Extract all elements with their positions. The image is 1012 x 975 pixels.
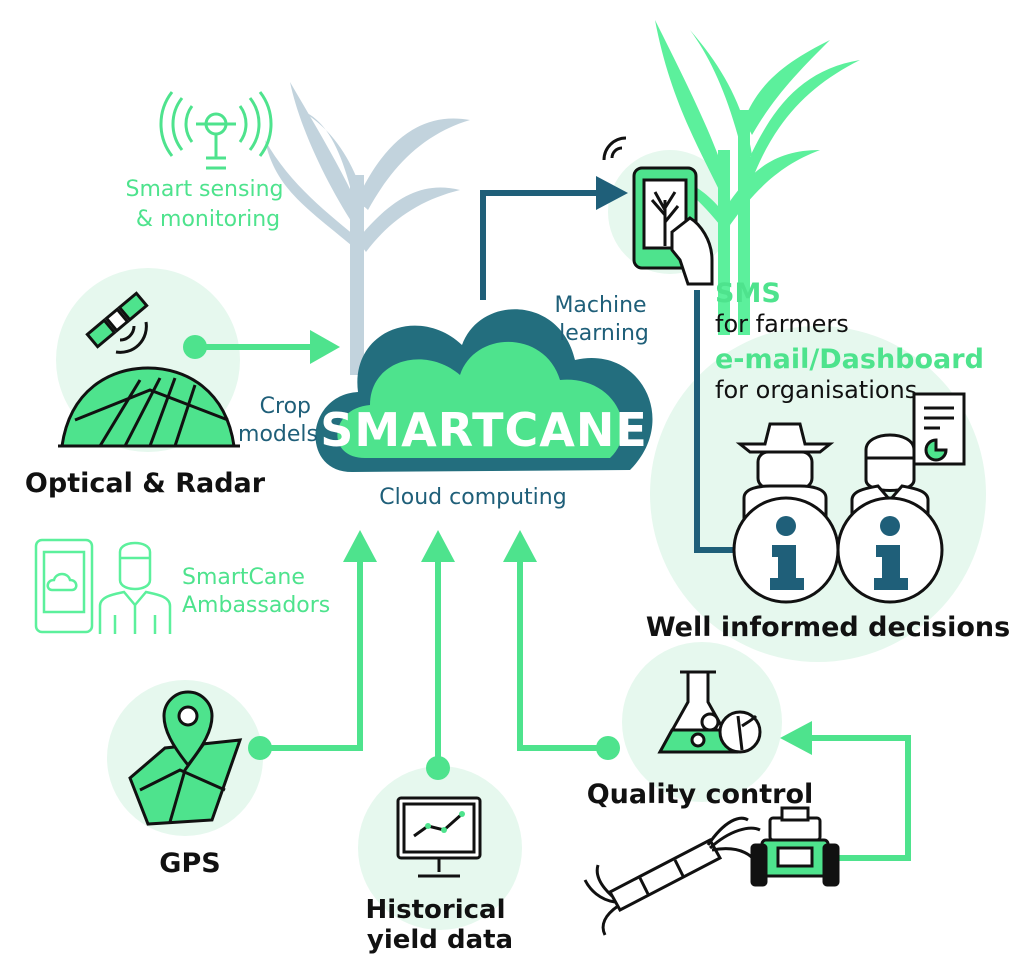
smart-sensing-line1: Smart sensing xyxy=(126,177,284,202)
harvester-arrowhead xyxy=(780,721,812,755)
ambassadors-label: SmartCane Ambassadors xyxy=(182,565,330,618)
machine-learning-line1: Machine xyxy=(554,293,646,318)
email-dashboard-label: e-mail/Dashboard xyxy=(715,344,984,375)
phone-arrowhead xyxy=(596,176,628,210)
officer-info-icon xyxy=(836,433,944,604)
quality-control-label: Quality control xyxy=(587,779,814,810)
field-dome-icon xyxy=(58,366,240,448)
crop-models-line1: Crop xyxy=(260,394,311,419)
cloud-to-phone-connector xyxy=(480,190,598,300)
optical-connector-dot xyxy=(183,335,207,359)
report-icon xyxy=(912,392,966,466)
smart-sensing-line2: & monitoring xyxy=(136,207,280,232)
ambassadors-line2: Ambassadors xyxy=(182,593,330,618)
decisions-label: Well informed decisions xyxy=(646,612,1010,643)
optical-arrowhead xyxy=(310,330,340,364)
grey-cane-plant xyxy=(265,82,470,375)
gps-connector-dot xyxy=(248,736,272,760)
flask-cane-icon xyxy=(657,670,762,754)
gps-connector xyxy=(260,560,363,751)
cloud-inner xyxy=(337,341,623,458)
monitor-chart-icon xyxy=(396,796,482,878)
historical-line2: yield data xyxy=(367,925,513,955)
phone-to-decisions-connector xyxy=(694,290,740,553)
crop-models-line2: models xyxy=(238,422,318,447)
historical-arrowhead xyxy=(421,530,455,562)
quality-connector xyxy=(517,560,608,751)
historical-line1: Historical xyxy=(365,895,505,925)
ambassadors-line1: SmartCane xyxy=(182,565,305,590)
connectors xyxy=(183,176,911,861)
machine-learning-line2: learning xyxy=(559,321,649,346)
smartcane-cloud: SMARTCANE Cloud computing xyxy=(315,309,653,510)
crop-models-label: Crop models xyxy=(238,394,318,447)
for-farmers-label: for farmers xyxy=(715,310,849,338)
sms-label: SMS xyxy=(715,278,781,309)
ambassador-person-icon xyxy=(98,541,172,634)
optical-radar-label: Optical & Radar xyxy=(25,468,266,499)
cloud-computing-label: Cloud computing xyxy=(379,485,566,510)
map-pin-icon xyxy=(128,690,243,826)
gps-label: GPS xyxy=(159,848,220,879)
smart-sensing-label: Smart sensing & monitoring xyxy=(126,177,291,232)
sensor-tower-icon xyxy=(159,91,273,170)
farmer-info-icon xyxy=(732,422,840,604)
smartcane-title: SMARTCANE xyxy=(320,403,648,457)
cut-cane-icon xyxy=(583,816,762,936)
for-organisations-label: for organisations xyxy=(715,376,917,404)
historical-label: Historical yield data xyxy=(365,895,514,955)
quality-connector-dot xyxy=(596,736,620,760)
harvester-connector xyxy=(810,735,911,861)
quality-arrowhead xyxy=(503,530,537,562)
tablet-cloud-icon xyxy=(34,538,94,634)
satellite-icon xyxy=(85,291,149,354)
harvester-icon xyxy=(750,806,840,887)
gps-arrowhead xyxy=(343,530,377,562)
machine-learning-label: Machine learning xyxy=(554,293,653,346)
phone-hand-icon xyxy=(602,136,714,286)
historical-connector-dot xyxy=(426,756,450,780)
